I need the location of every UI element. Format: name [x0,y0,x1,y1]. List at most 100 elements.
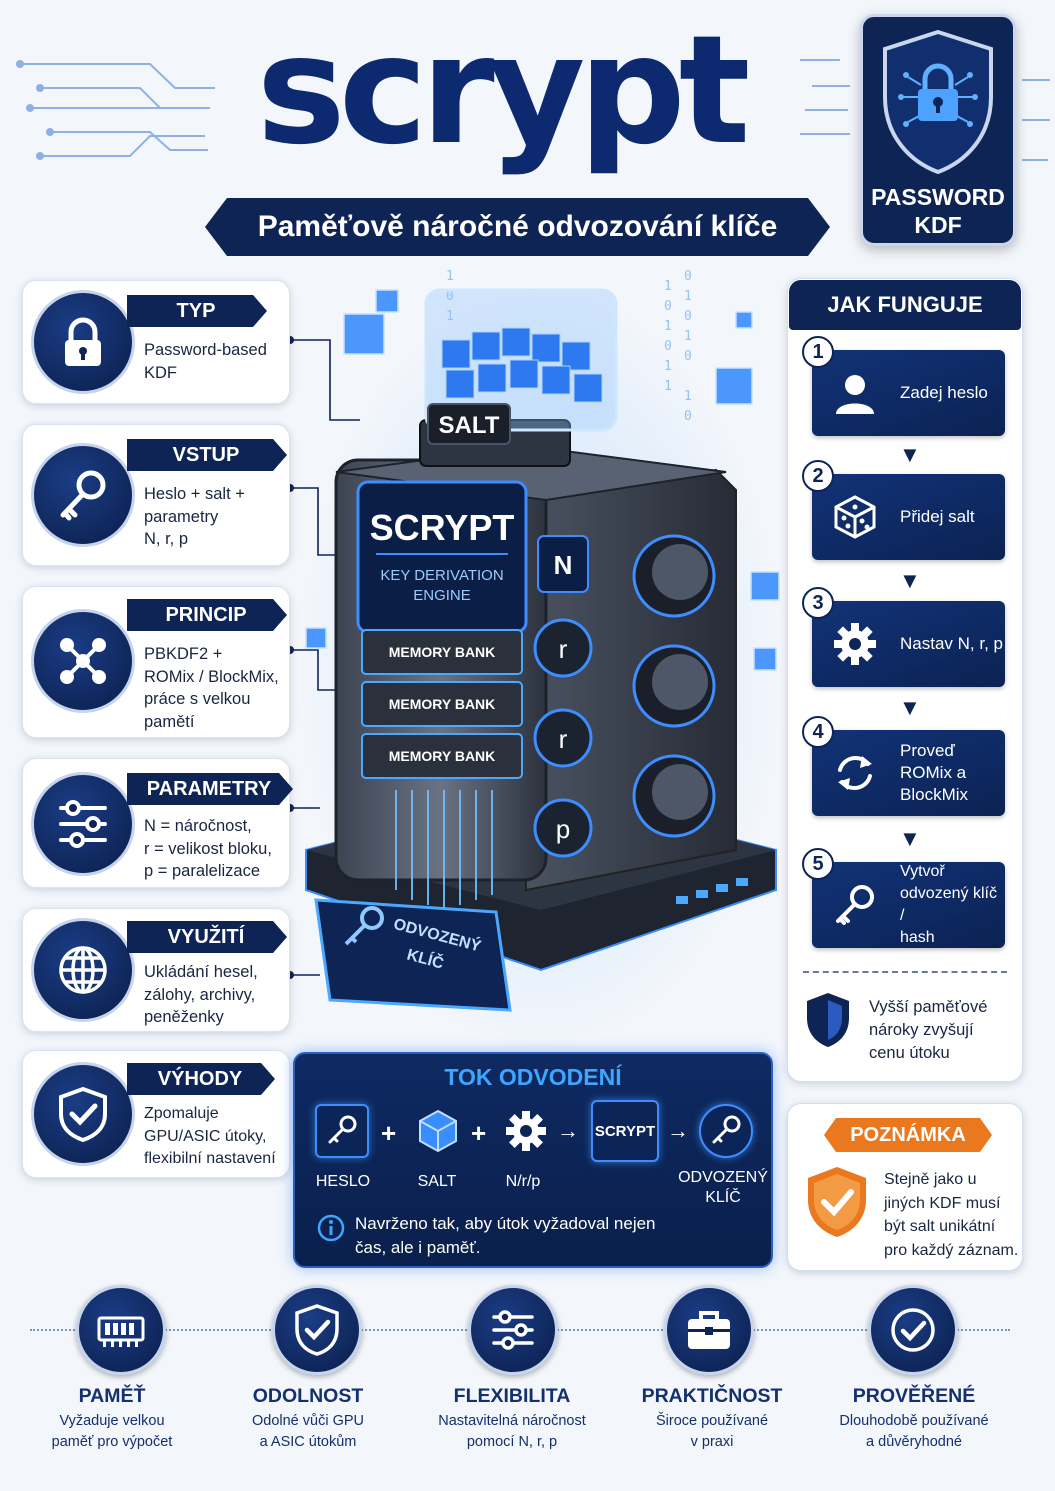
step-number: 1 [802,336,834,368]
machine-name: SCRYPT [370,507,515,548]
key-icon [328,1115,357,1144]
flow-output-box [699,1104,753,1158]
shield-check-icon [272,1285,362,1375]
note-title: POZNÁMKA [824,1118,992,1152]
card-text: Ukládání hesel,zálohy, archivy,peněženky [144,963,258,1026]
card-label: PRINCIP [127,599,287,631]
check-circle-icon [868,1285,958,1375]
badge-line2: KDF [914,212,962,238]
how-it-works-title: JAK FUNGUJE [789,280,1021,330]
network-icon [31,609,135,713]
step-number: 5 [802,848,834,880]
info-icon [317,1214,345,1242]
memory-bank-3: MEMORY BANK [389,748,496,764]
derivation-flow-panel: TOK ODVODENÍ + + → SCRYPT → HESLO SALT N… [293,1052,773,1268]
key-icon [31,443,135,547]
bottom-title-odolnost: ODOLNOST [252,1385,364,1407]
param-n: N [554,550,573,580]
cube-icon [419,1109,457,1153]
bottom-title-proverene: PROVĚŘENÉ [852,1385,976,1407]
user-icon [832,370,878,421]
param-p: p [556,814,570,844]
page-title: scrypt [256,4,750,178]
flow-salt-box [411,1104,465,1158]
gear-icon [832,621,878,672]
shield-icon [807,993,849,1047]
step-text: Nastav N, r, p [900,634,1003,653]
subtitle-ribbon: Paměťově náročné odvozování klíče [205,198,830,256]
flow-label-params: N/r/p [505,1173,541,1190]
flow-password-box [315,1104,369,1158]
step-text: Zadej heslo [900,383,988,402]
param-r2: r [559,724,568,754]
bottom-title-pamet: PAMĚŤ [78,1385,146,1407]
plus-icon: + [381,1118,397,1148]
svg-text:0: 0 [684,409,692,424]
divider [803,971,1007,973]
sliders-icon [468,1285,558,1375]
svg-text:0: 0 [684,349,692,364]
svg-text:1: 1 [664,359,672,374]
card-label: PARAMETRY [127,773,293,805]
memory-bank-2: MEMORY BANK [389,696,496,712]
step-number: 4 [802,716,834,748]
step-3: 3 Nastav N, r, p [802,587,1005,687]
svg-text:0: 0 [664,299,672,314]
arrow-down-icon: ▼ [899,442,921,467]
password-kdf-badge: PASSWORD KDF [860,14,1016,246]
flow-title: TOK ODVODENÍ [444,1064,622,1090]
memory-icon [76,1285,166,1375]
salt-label: SALT [439,412,500,439]
engine-line1: KEY DERIVATION [380,567,503,584]
svg-text:0: 0 [664,339,672,354]
svg-text:1: 1 [664,379,672,394]
flow-scrypt-box: SCRYPT [591,1100,659,1162]
flow-label-salt: SALT [417,1173,457,1190]
arrow-down-icon: ▼ [899,695,921,720]
step-1: 1 Zadej heslo [802,336,1005,436]
svg-text:1: 1 [684,389,692,404]
svg-text:0: 0 [446,289,454,304]
lock-icon [31,290,135,394]
card-label: TYP [127,295,267,327]
badge-line1: PASSWORD [871,184,1005,210]
svg-text:0: 0 [684,309,692,324]
card-label: VSTUP [127,439,287,471]
svg-text:1: 1 [664,319,672,334]
refresh-icon [832,750,878,801]
card-label: VYUŽITÍ [127,921,287,953]
card-label: VÝHODY [127,1063,275,1095]
svg-text:1: 1 [446,269,454,284]
subtitle: Paměťově náročné odvozování klíče [257,210,778,243]
arrow-down-icon: ▼ [899,826,921,851]
flow-params-box [499,1104,553,1158]
dice-icon [832,494,878,545]
svg-text:1: 1 [684,289,692,304]
svg-text:0: 0 [684,269,692,284]
card-text: N = náročnost,r = velikost bloku,p = par… [144,817,272,880]
engine-line2: ENGINE [413,587,471,604]
memory-bank-1: MEMORY BANK [389,644,496,660]
gear-icon [506,1111,546,1151]
sliders-icon [31,772,135,876]
step-text: Přidej salt [900,507,975,526]
svg-text:1: 1 [446,309,454,324]
bottom-title-prakticnost: PRAKTIČNOST [641,1385,783,1407]
svg-text:1: 1 [684,329,692,344]
